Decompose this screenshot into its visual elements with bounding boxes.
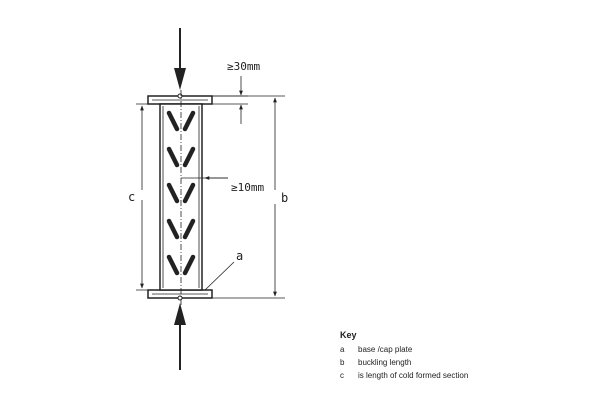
- chevron-slot: [182, 254, 196, 276]
- label-a: a: [236, 249, 243, 263]
- chevron-slot: [166, 110, 180, 132]
- dim-10mm: ≥10mm: [181, 172, 264, 194]
- key-letter: a: [340, 345, 345, 354]
- chevron-slot: [182, 110, 196, 132]
- key-title: Key: [340, 330, 357, 340]
- dim-30mm-label: ≥30mm: [227, 60, 260, 73]
- cold-formed-section: [159, 90, 203, 305]
- chevron-slots: [166, 110, 196, 276]
- key-text: buckling length: [358, 358, 412, 367]
- dim-b: b: [212, 95, 288, 299]
- key-item-b: b buckling length: [340, 356, 468, 369]
- key-letter: c: [340, 371, 344, 380]
- label-b: b: [281, 191, 288, 205]
- key-text: is length of cold formed section: [358, 371, 469, 380]
- chevron-slot: [182, 182, 196, 204]
- label-c: c: [128, 190, 135, 204]
- chevron-slot: [166, 146, 180, 168]
- chevron-slot: [182, 146, 196, 168]
- dim-10mm-label: ≥10mm: [231, 181, 264, 194]
- dim-c: c: [128, 103, 160, 291]
- chevron-slot: [166, 254, 180, 276]
- key-letter: b: [340, 358, 345, 367]
- chevron-slot: [182, 218, 196, 240]
- leader-a: a: [204, 249, 243, 291]
- dim-30mm: ≥30mm: [212, 60, 260, 124]
- top-load-arrow: [174, 28, 186, 90]
- chevron-slot: [166, 182, 180, 204]
- key-legend: Key a base /cap plate b buckling length …: [340, 329, 468, 382]
- bottom-load-arrow: [174, 303, 186, 370]
- chevron-slot: [166, 218, 180, 240]
- key-text: base /cap plate: [358, 345, 413, 354]
- key-item-c: c is length of cold formed section: [340, 369, 468, 382]
- key-item-a: a base /cap plate: [340, 343, 468, 356]
